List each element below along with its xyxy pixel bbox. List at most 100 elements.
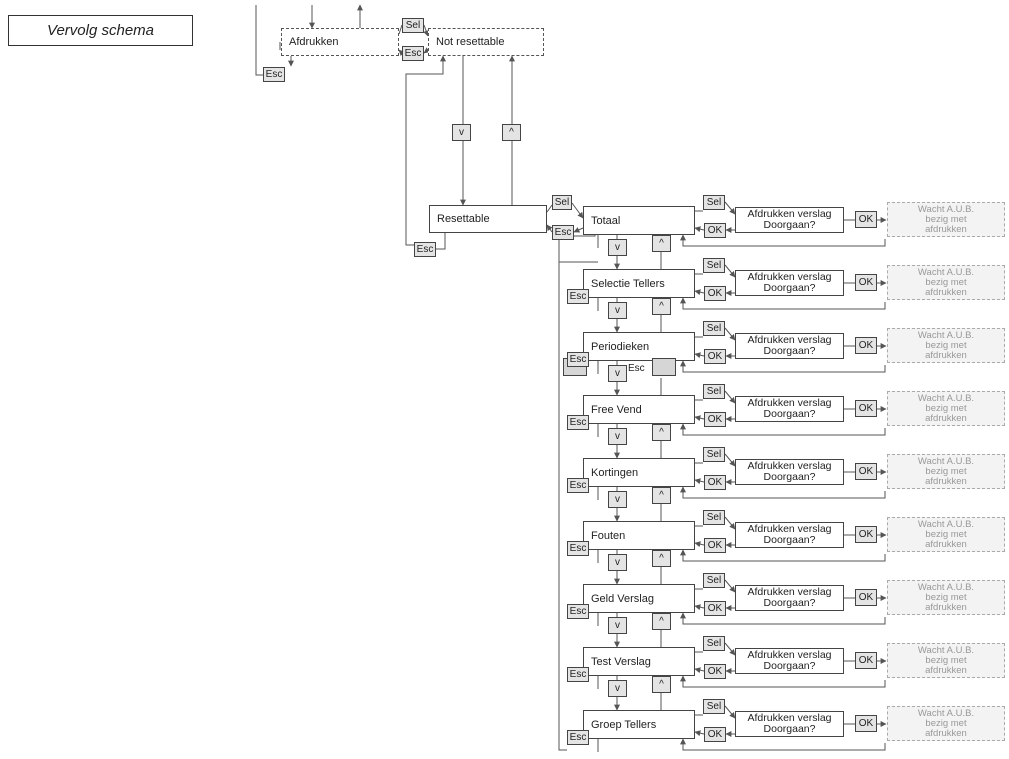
report-item: Test Verslag — [583, 647, 695, 676]
report-item-label: Free Vend — [591, 403, 642, 416]
ok-key: OK — [855, 400, 877, 417]
print-menu-box: Afdrukken — [281, 28, 399, 56]
wait-printing-line2: bezig met — [925, 528, 967, 540]
report-item: Selectie Tellers — [583, 269, 695, 298]
down-key: v — [608, 491, 627, 508]
report-item-label: Totaal — [591, 214, 621, 227]
sel-key: Sel — [703, 510, 725, 525]
up-key: ^ — [652, 487, 671, 504]
ok-key: OK — [855, 526, 877, 543]
wait-printing-line1: Wacht A.U.B. — [917, 581, 975, 593]
wait-printing-line3: afdrukken — [925, 601, 967, 613]
print-prompt-line1: Afdrukken verslag — [747, 397, 832, 409]
report-item: Kortingen — [583, 458, 695, 487]
wait-printing-line3: afdrukken — [925, 223, 967, 235]
print-menu-label: Afdrukken — [289, 36, 339, 48]
esc-key-top: Esc — [402, 46, 424, 61]
up-key: ^ — [652, 424, 671, 441]
page-title: Vervolg schema — [8, 15, 193, 46]
ok-key-left: OK — [704, 349, 726, 364]
wait-printing-line2: bezig met — [925, 339, 967, 351]
report-item: Free Vend — [583, 395, 695, 424]
ok-key-left: OK — [704, 727, 726, 742]
esc-key-left: Esc — [263, 67, 285, 82]
esc-key: Esc — [567, 352, 589, 367]
report-item-label: Fouten — [591, 529, 626, 542]
sel-key: Sel — [703, 447, 725, 462]
print-prompt-line1: Afdrukken verslag — [747, 712, 832, 724]
up-key: ^ — [652, 550, 671, 567]
down-key: v — [608, 239, 627, 256]
ok-key: OK — [855, 211, 877, 228]
report-item-label: Periodieken — [591, 340, 650, 353]
ok-key: OK — [855, 274, 877, 291]
ok-key-left: OK — [704, 538, 726, 553]
wait-printing-line2: bezig met — [925, 654, 967, 666]
sel-key: Sel — [703, 636, 725, 651]
report-item-label: Selectie Tellers — [591, 277, 665, 290]
report-item-label: Kortingen — [591, 466, 639, 479]
print-prompt-line2: Doorgaan? — [763, 597, 816, 609]
wait-printing-line2: bezig met — [925, 402, 967, 414]
report-item: Geld Verslag — [583, 584, 695, 613]
esc-key: Esc — [567, 604, 589, 619]
print-prompt-line1: Afdrukken verslag — [747, 334, 832, 346]
up-key: ^ — [652, 298, 671, 315]
wait-printing-line3: afdrukken — [925, 412, 967, 424]
down-key: v — [608, 365, 627, 382]
wait-printing-line3: afdrukken — [925, 538, 967, 550]
wait-printing-line1: Wacht A.U.B. — [917, 707, 975, 719]
wait-printing-line3: afdrukken — [925, 475, 967, 487]
esc-key: Esc — [567, 289, 589, 304]
esc-key-resettable: Esc — [414, 242, 436, 257]
wait-printing-line2: bezig met — [925, 465, 967, 477]
wait-printing-line3: afdrukken — [925, 664, 967, 676]
sel-key-top: Sel — [402, 18, 424, 33]
report-item: Fouten — [583, 521, 695, 550]
wait-printing-line1: Wacht A.U.B. — [917, 203, 975, 215]
wait-printing-line2: bezig met — [925, 717, 967, 729]
ok-key-left: OK — [704, 664, 726, 679]
print-prompt-line1: Afdrukken verslag — [747, 460, 832, 472]
sel-key: Sel — [703, 321, 725, 336]
esc-key: Esc — [567, 478, 589, 493]
wait-printing-line2: bezig met — [925, 591, 967, 603]
ok-key: OK — [855, 652, 877, 669]
ok-key-left: OK — [704, 286, 726, 301]
print-prompt-line2: Doorgaan? — [763, 471, 816, 483]
esc-label-inline: Esc — [628, 363, 645, 374]
ok-key: OK — [855, 715, 877, 732]
print-prompt-line2: Doorgaan? — [763, 282, 816, 294]
wait-printing-line1: Wacht A.U.B. — [917, 644, 975, 656]
up-key: ^ — [652, 676, 671, 693]
report-item-label: Geld Verslag — [591, 592, 654, 605]
down-key-top: v — [452, 124, 471, 141]
esc-key: Esc — [567, 541, 589, 556]
print-prompt-line2: Doorgaan? — [763, 723, 816, 735]
up-key: ^ — [652, 613, 671, 630]
wait-printing-line2: bezig met — [925, 276, 967, 288]
not-resettable-box: Not resettable — [428, 28, 544, 56]
wait-printing-line1: Wacht A.U.B. — [917, 266, 975, 278]
wait-printing-line1: Wacht A.U.B. — [917, 329, 975, 341]
down-key: v — [608, 680, 627, 697]
print-prompt-line2: Doorgaan? — [763, 408, 816, 420]
ok-key-left: OK — [704, 601, 726, 616]
up-key: ^ — [652, 235, 671, 252]
sel-key: Sel — [703, 699, 725, 714]
